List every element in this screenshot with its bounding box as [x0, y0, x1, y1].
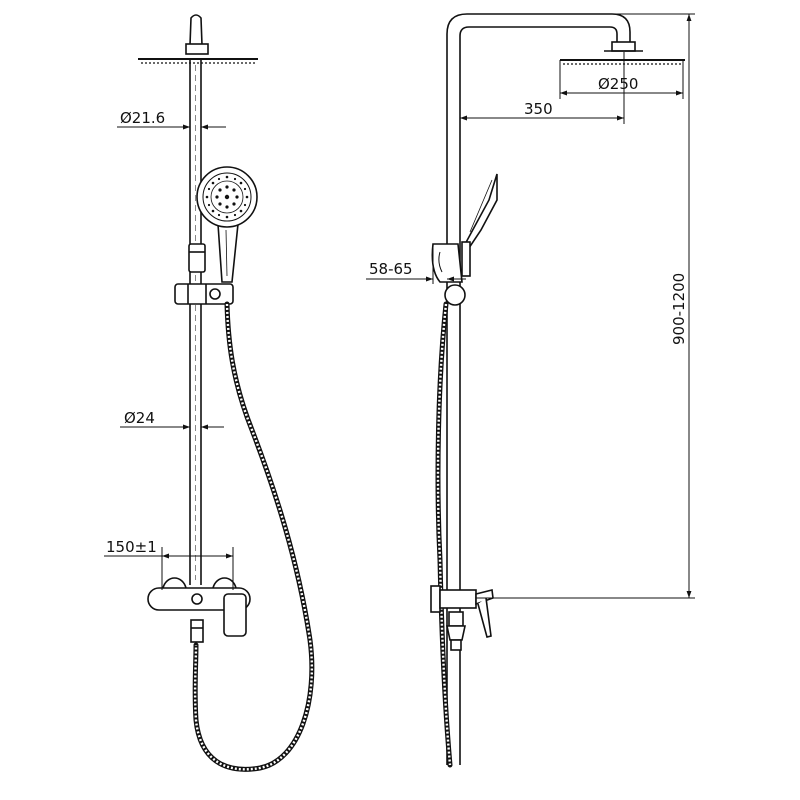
front-dim-label-rail-top: Ø21.6: [120, 109, 165, 127]
side-riser-and-arm: [446, 13, 636, 765]
front-dim-label-rail-bottom: Ø24: [124, 409, 155, 427]
front-slide-clamp: [174, 283, 234, 305]
front-handset-holder: [188, 243, 206, 273]
front-overhead-shower-head: [138, 14, 258, 64]
front-dim-label-mixer-centers: 150±1: [106, 538, 157, 556]
front-riser-rail: [189, 60, 202, 585]
side-handset-holder: [431, 243, 463, 283]
side-mixer-valve: [430, 585, 494, 651]
side-slide-clamp: [444, 284, 466, 306]
side-dim-arm-reach: [460, 52, 625, 124]
side-dim-height-range: [476, 13, 695, 599]
side-overhead-shower-head: [560, 50, 685, 65]
front-shower-hose: [192, 301, 315, 772]
side-dim-label-arm-reach: 350: [524, 100, 553, 118]
front-dim-mixer-centers: [104, 547, 234, 590]
front-hand-shower-nozzles: [205, 175, 249, 219]
side-view: [366, 13, 695, 768]
side-shower-hose: [435, 301, 453, 768]
side-dim-label-height-range: 900-1200: [670, 273, 688, 345]
side-hand-shower: [461, 173, 498, 277]
side-dim-holder-range: [366, 248, 466, 284]
side-dim-label-head-diameter: Ø250: [598, 75, 638, 93]
front-hand-shower: [196, 166, 258, 283]
front-view: [104, 14, 315, 772]
side-dim-head-diameter: [559, 60, 684, 99]
side-dim-label-holder-range: 58-65: [369, 260, 413, 278]
front-mixer-valve: [147, 577, 251, 643]
